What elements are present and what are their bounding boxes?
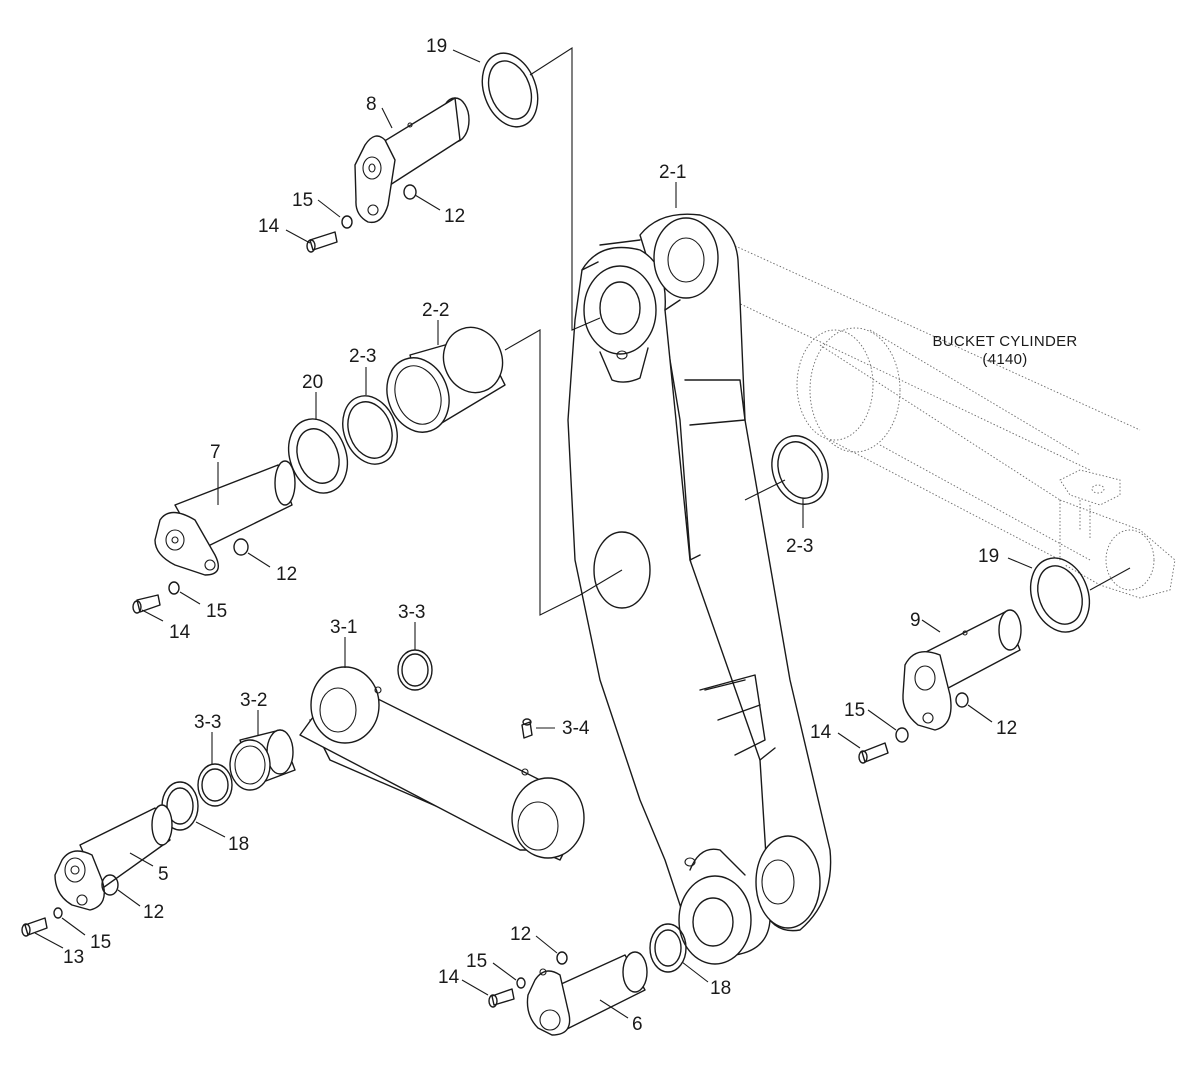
bushing-3-2: [229, 729, 296, 791]
callout-6: 6: [632, 1014, 643, 1035]
callout-15-c: 15: [90, 932, 111, 953]
callout-15-a: 15: [292, 190, 313, 211]
callout-12-e: 12: [510, 924, 531, 945]
bell-crank: [567, 213, 832, 965]
callout-12-a: 12: [444, 206, 465, 227]
callout-14-d: 14: [810, 722, 832, 743]
nipple-12-c: [101, 874, 119, 896]
callout-8: 8: [366, 94, 377, 115]
callout-3-3-top: 3-3: [398, 602, 425, 623]
callouts: 19 8 15 12 14 2-1 2-2 2-3 20 7 12 15 14 …: [63, 36, 1017, 1035]
callout-3-3-left: 3-3: [194, 712, 221, 733]
washer-15-a: [341, 215, 353, 229]
callout-15-d: 15: [844, 700, 865, 721]
pin-5: [54, 804, 173, 911]
bolt-14-e: [488, 988, 515, 1008]
seal-3-3-top: [397, 649, 433, 691]
callout-18-bottom: 18: [710, 978, 731, 999]
callout-12-b: 12: [276, 564, 297, 585]
link-3-1: [299, 666, 585, 861]
callout-20: 20: [302, 372, 323, 393]
callout-9: 9: [910, 610, 921, 631]
callout-3-1: 3-1: [330, 617, 357, 638]
nipple-12-e: [556, 951, 568, 965]
callout-3-4: 3-4: [562, 718, 590, 739]
bucket-cylinder-name: BUCKET CYLINDER: [932, 333, 1077, 350]
pin-6: [526, 951, 648, 1036]
assembly-lines: [504, 46, 1131, 616]
bolt-14-d: [858, 742, 889, 764]
leader-lines: [34, 49, 1033, 1019]
nipple-12-a: [403, 184, 417, 200]
seal-3-3-left: [197, 763, 233, 807]
callout-2-1: 2-1: [659, 162, 686, 183]
callout-12-d: 12: [996, 718, 1017, 739]
washer-19-right: [1029, 557, 1091, 633]
pin-8: [354, 97, 470, 224]
washer-18-bottom: [649, 923, 687, 973]
callout-18-left: 18: [228, 834, 249, 855]
washer-15-e: [516, 977, 526, 989]
callout-2-3-right: 2-3: [786, 536, 813, 557]
callout-5: 5: [158, 864, 169, 885]
callout-13: 13: [63, 947, 84, 968]
callout-15-e: 15: [466, 951, 487, 972]
bolt-14-b: [132, 594, 161, 614]
washer-15-c: [53, 907, 63, 919]
bushing-2-2: [386, 326, 506, 433]
bucket-cylinder: [689, 229, 1176, 599]
bucket-cylinder-code: (4140): [982, 351, 1027, 368]
washer-19-top: [481, 52, 539, 128]
callout-3-2: 3-2: [240, 690, 267, 711]
callout-15-b: 15: [206, 601, 227, 622]
pin-7: [154, 460, 296, 576]
grease-nipple-3-4: [521, 718, 533, 739]
nipple-12-d: [955, 692, 969, 708]
callout-2-2: 2-2: [422, 300, 449, 321]
nipple-12-b: [233, 538, 249, 556]
callout-14-a: 14: [258, 216, 280, 237]
callout-2-3-left: 2-3: [349, 346, 376, 367]
callout-14-b: 14: [169, 622, 191, 643]
washer-15-b: [168, 581, 180, 595]
seal-2-3-right: [771, 435, 829, 505]
callout-7: 7: [210, 442, 221, 463]
pin-9: [902, 609, 1022, 731]
callout-14-e: 14: [438, 967, 460, 988]
washer-15-d: [895, 727, 909, 743]
bolt-14-a: [306, 231, 338, 253]
callout-19-right: 19: [978, 546, 999, 567]
seal-2-3-left: [342, 395, 398, 465]
bolt-13: [21, 917, 48, 937]
callout-19-top: 19: [426, 36, 447, 57]
callout-12-c: 12: [143, 902, 164, 923]
